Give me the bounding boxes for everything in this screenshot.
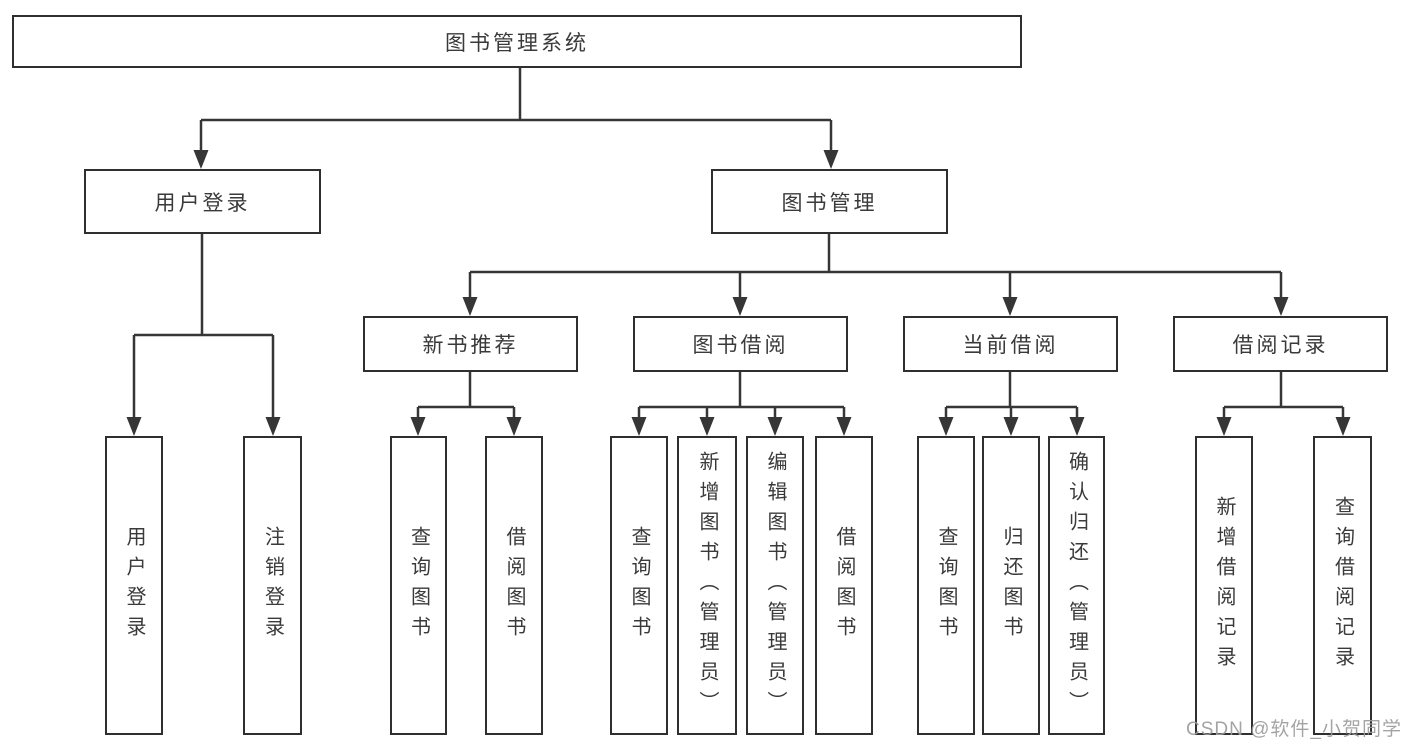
node-label: 新增图书（管理员） — [696, 450, 718, 721]
node-new-book-recommendation: 新书推荐 — [363, 316, 578, 372]
leaf-user-login: 用户登录 — [105, 436, 163, 735]
node-user-login: 用户登录 — [84, 169, 321, 234]
node-label: 注销登录 — [261, 525, 284, 646]
node-label: 查询借阅记录 — [1331, 495, 1354, 676]
leaf-query-books-recommend: 查询图书 — [390, 436, 447, 735]
node-label: 借阅记录 — [1232, 334, 1329, 357]
node-borrowing-records: 借阅记录 — [1173, 316, 1388, 372]
node-label: 编辑图书（管理员） — [764, 450, 786, 721]
leaf-add-borrow-record: 新增借阅记录 — [1195, 436, 1253, 735]
node-current-borrowing: 当前借阅 — [903, 316, 1118, 372]
node-label: 用户登录 — [154, 191, 251, 215]
leaf-edit-book-admin: 编辑图书（管理员） — [746, 436, 804, 735]
leaf-borrow-books: 借阅图书 — [815, 436, 873, 735]
node-label: 归还图书 — [1000, 525, 1022, 646]
node-label: 借阅图书 — [503, 525, 525, 646]
node-label: 当前借阅 — [962, 334, 1059, 357]
csdn-watermark: CSDN @软件_小贺同学 — [1186, 719, 1402, 740]
arrowheads — [126, 150, 1351, 436]
leaf-query-books-borrow: 查询图书 — [610, 436, 668, 735]
node-label: 查询图书 — [628, 525, 650, 646]
node-book-borrowing: 图书借阅 — [633, 316, 848, 372]
node-library-management-system: 图书管理系统 — [12, 15, 1022, 68]
node-label: 确认归还（管理员） — [1065, 450, 1088, 721]
leaf-logout: 注销登录 — [243, 436, 302, 735]
node-label: 用户登录 — [123, 525, 145, 646]
node-label: 新书推荐 — [422, 334, 519, 357]
node-label: 新增借阅记录 — [1213, 495, 1235, 676]
node-book-management: 图书管理 — [711, 169, 948, 234]
leaf-query-books-current: 查询图书 — [917, 436, 975, 735]
node-label: 图书管理 — [781, 191, 878, 215]
node-label: 查询图书 — [935, 525, 957, 646]
node-label: 借阅图书 — [833, 525, 855, 646]
leaf-confirm-return-admin: 确认归还（管理员） — [1048, 436, 1105, 735]
node-label: 查询图书 — [407, 525, 430, 646]
node-label: 图书管理系统 — [445, 31, 589, 55]
node-label: 图书借阅 — [692, 334, 789, 357]
leaf-borrow-books-recommend: 借阅图书 — [485, 436, 543, 735]
leaf-return-books: 归还图书 — [982, 436, 1040, 735]
leaf-add-book-admin: 新增图书（管理员） — [677, 436, 737, 735]
leaf-query-borrow-record: 查询借阅记录 — [1313, 436, 1372, 735]
